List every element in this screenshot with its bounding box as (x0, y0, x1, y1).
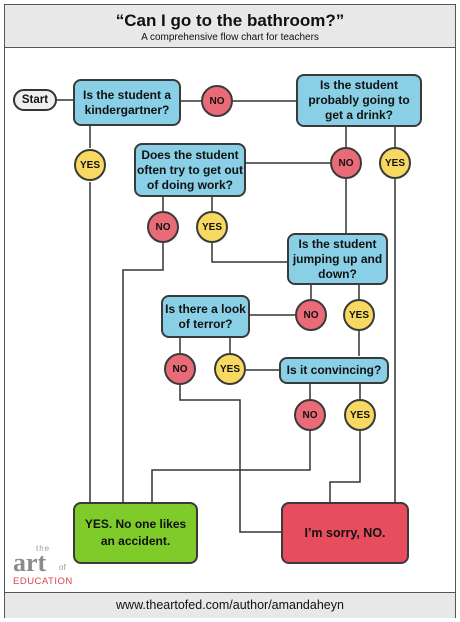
no-circle-convincing: NO (294, 399, 326, 431)
connector (329, 431, 361, 502)
footer-bar: www.theartofed.com/author/amandaheyn (5, 592, 455, 618)
art-of-education-logo: the art of EDUCATION (13, 544, 77, 588)
question-convincing: Is it convincing? (279, 357, 389, 384)
question-convincing-text: Is it convincing? (286, 363, 382, 377)
start-node: Start (13, 89, 57, 111)
question-jumping: Is the student jumping up and down? (287, 233, 388, 285)
yes-circle-terror: YES (214, 353, 246, 385)
logo-education-text: EDUCATION (13, 576, 73, 587)
question-jumping-text: Is the student jumping up and down? (292, 236, 383, 281)
outcome-yes-box: YES. No one likes an accident. (73, 502, 198, 564)
logo-art-text: art (13, 548, 47, 577)
no-circle-terror: NO (164, 353, 196, 385)
page-subtitle: A comprehensive flow chart for teachers (141, 32, 319, 43)
no-circle-jumping: NO (295, 299, 327, 331)
yes-circle-work: YES (196, 211, 228, 243)
yes-circle-kindergartner: YES (74, 149, 106, 181)
connector (122, 243, 164, 502)
question-work-text: Does the student often try to get out of… (137, 147, 243, 192)
no-circle-work: NO (147, 211, 179, 243)
question-drink: Is the student probably going to get a d… (296, 74, 422, 127)
question-kindergartner-text: Is the student a kindergartner? (82, 87, 171, 117)
question-terror: Is there a look of terror? (161, 295, 250, 338)
connector (211, 243, 287, 263)
logo-of-text: of (59, 563, 66, 572)
connector (179, 385, 281, 533)
yes-circle-jumping: YES (343, 299, 375, 331)
question-work: Does the student often try to get out of… (134, 143, 246, 197)
question-kindergartner: Is the student a kindergartner? (73, 79, 181, 126)
yes-circle-convincing: YES (344, 399, 376, 431)
page-title: “Can I go to the bathroom?” (115, 11, 345, 30)
yes-circle-drink: YES (379, 147, 411, 179)
question-terror-text: Is there a look of terror? (165, 301, 246, 331)
no-circle-drink: NO (330, 147, 362, 179)
footer-url: www.theartofed.com/author/amandaheyn (116, 598, 344, 612)
logo-the-text: the (36, 544, 51, 553)
connector (151, 431, 311, 502)
no-circle-kindergartner: NO (201, 85, 233, 117)
header-bar: “Can I go to the bathroom?” A comprehens… (5, 5, 455, 48)
question-drink-text: Is the student probably going to get a d… (308, 78, 410, 122)
outcome-no-box: I’m sorry, NO. (281, 502, 409, 564)
